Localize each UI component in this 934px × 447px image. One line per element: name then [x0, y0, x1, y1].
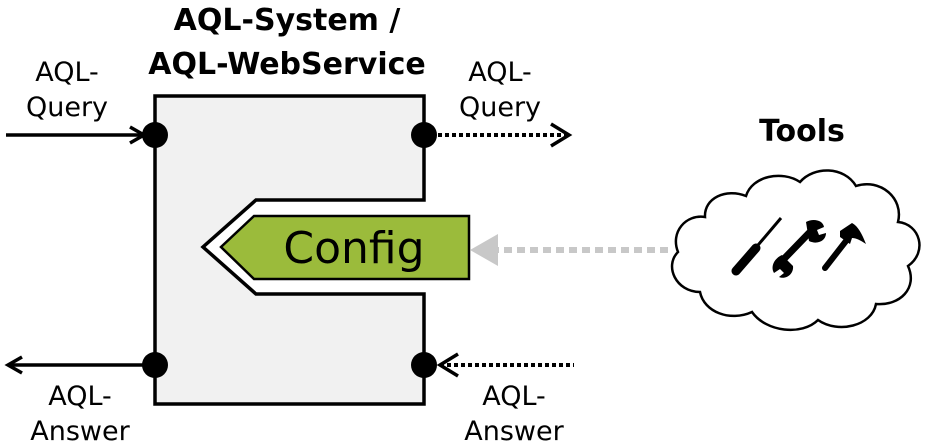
query-out-port [411, 122, 437, 148]
system-title-line1: AQL-System / [174, 3, 401, 38]
answer-in-label-line2: Answer [464, 416, 564, 447]
query-out-label-line2: Query [459, 92, 541, 123]
answer-in-port [411, 352, 437, 378]
config-label: Config [283, 223, 424, 274]
query-out-arrowhead [550, 122, 573, 148]
hammer-icon [822, 223, 866, 271]
answer-out-port [142, 352, 168, 378]
wrench-icon [772, 219, 826, 278]
query-in-label-line2: Query [26, 92, 108, 123]
query-in-port [142, 122, 168, 148]
answer-in-arrowhead [436, 352, 459, 378]
answer-in-label-line1: AQL- [482, 381, 546, 412]
system-title-line2: AQL-WebService [148, 47, 426, 82]
config-feed-arrowhead [470, 234, 498, 266]
query-out-label-line1: AQL- [468, 57, 532, 88]
tools-label: Tools [759, 114, 845, 149]
screwdriver-icon [731, 217, 783, 276]
config-plug [219, 214, 471, 281]
query-in-label-line1: AQL- [35, 57, 99, 88]
answer-out-label-line1: AQL- [48, 381, 112, 412]
answer-out-label-line2: Answer [30, 416, 130, 447]
